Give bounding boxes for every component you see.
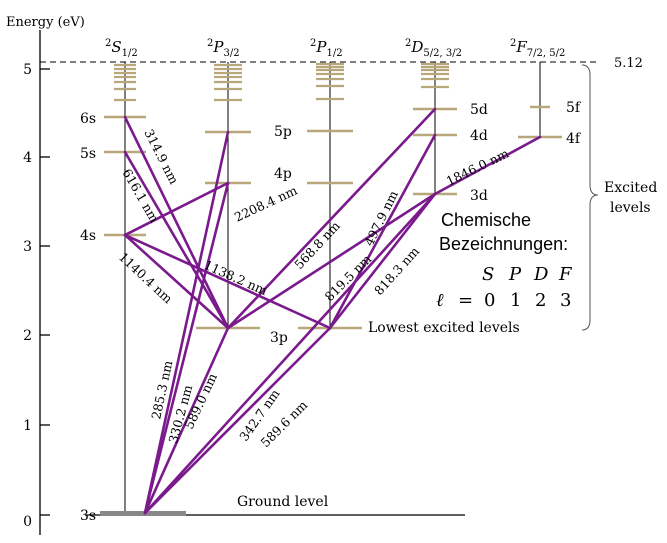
transition-line-6161	[123, 150, 230, 330]
tick-label-0: 0	[23, 514, 32, 530]
column-header-p32: 2P3/2	[207, 38, 240, 59]
level-label-3s: 3s	[80, 508, 96, 524]
energy-axis	[39, 30, 50, 535]
level-label-5d: 5d	[470, 102, 488, 118]
notation-letter-p: P	[508, 264, 522, 285]
level-label-4f: 4f	[566, 131, 582, 147]
transition-line-5688	[226, 107, 437, 330]
notation-title-line1: Chemische	[441, 210, 531, 230]
tick-label-3: 3	[23, 239, 32, 255]
transition-label-11382: 1138.2 nm	[202, 257, 270, 298]
excited-levels-brace	[581, 64, 599, 331]
transition-label-5688: 568.8 nm	[291, 218, 343, 272]
level-label-4d: 4d	[470, 128, 488, 144]
notation-ell: ℓ	[436, 290, 444, 311]
notation-box: Chemische Bezeichnungen: S P D F ℓ = 0 1…	[436, 210, 573, 311]
notation-number-1: 1	[510, 290, 521, 311]
transition-label-22084: 2208.4 nm	[232, 182, 300, 224]
transition-line-5896	[143, 326, 332, 515]
excited-levels-label-2: levels	[610, 200, 651, 216]
level-label-5f: 5f	[566, 100, 582, 116]
lowest-excited-label: Lowest excited levels	[368, 320, 520, 336]
ground-level-label: Ground level	[237, 494, 329, 510]
tick-label-5: 5	[23, 62, 32, 78]
column-header-d: 2D5/2, 3/2	[405, 38, 462, 59]
level-label-6s: 6s	[80, 111, 96, 127]
notation-title-line2: Bezeichnungen:	[439, 234, 568, 254]
transition-line-3302	[143, 181, 230, 515]
notation-equals: =	[458, 290, 473, 311]
transition-line-18460	[433, 135, 542, 196]
column-header-s: 2S1/2	[105, 38, 138, 59]
level-label-5s: 5s	[80, 146, 96, 162]
transition-line-8195	[328, 192, 437, 330]
transition-label-8183: 818.3 nm	[371, 244, 422, 298]
column-header-f: 2F7/2, 5/2	[510, 38, 565, 59]
tick-label-1: 1	[23, 418, 32, 434]
notation-number-3: 3	[560, 290, 571, 311]
tick-label-2: 2	[23, 328, 32, 344]
level-bar-3s	[100, 511, 186, 516]
notation-letter-s: S	[482, 264, 494, 285]
transition-line-11382	[123, 233, 332, 330]
transition-line-11404	[123, 233, 230, 330]
transition-line-3149	[123, 115, 230, 330]
transition-line-5890	[143, 326, 230, 515]
level-label-4s: 4s	[80, 228, 96, 244]
transition-label-3149: 314.9 nm	[141, 127, 182, 187]
transition-line-2853	[143, 130, 230, 515]
level-label-5p: 5p	[274, 124, 292, 140]
level-label-4p: 4p	[274, 166, 292, 182]
notation-letter-d: D	[533, 264, 549, 285]
transition-label-18460: 1846.0 nm	[444, 146, 511, 189]
notation-number-0: 0	[484, 290, 495, 311]
ionization-energy: 5.12	[614, 56, 643, 71]
level-label-3p: 3p	[270, 330, 288, 346]
excited-levels-label-1: Excited	[604, 180, 657, 196]
transition-label-6161: 616.1 nm	[119, 166, 162, 225]
notation-letter-f: F	[558, 264, 573, 285]
axis-label: Energy (eV)	[6, 15, 85, 30]
level-label-3d: 3d	[470, 188, 488, 204]
notation-number-2: 2	[535, 290, 546, 311]
column-header-p12: 2P1/2	[310, 38, 343, 59]
transition-line-8183	[226, 192, 437, 330]
transition-line-3427	[143, 192, 437, 515]
transition-line-22084	[123, 181, 230, 237]
transition-line-4979	[328, 133, 437, 330]
tick-label-4: 4	[23, 150, 32, 166]
